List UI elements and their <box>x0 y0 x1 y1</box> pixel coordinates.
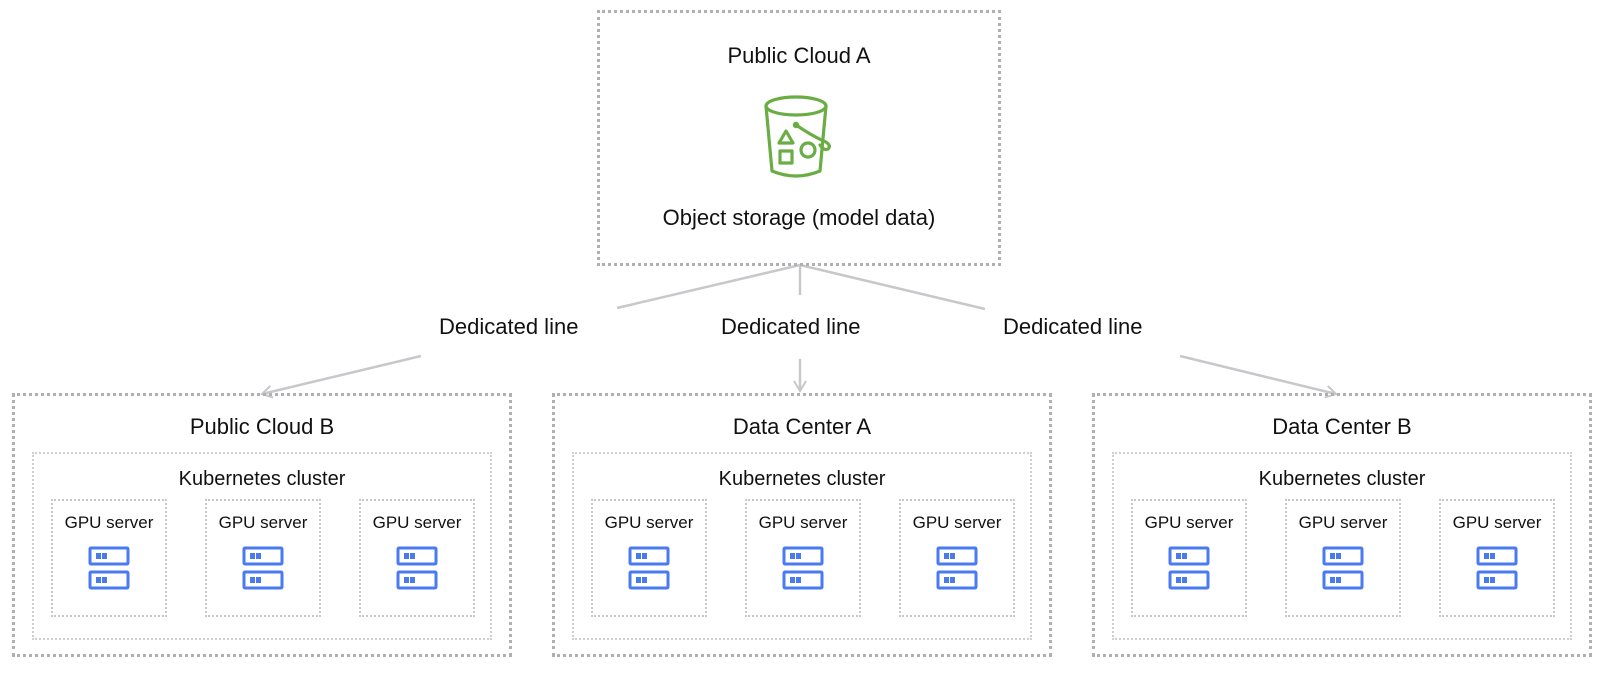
kubernetes-cluster-box: Kubernetes cluster GPU server GPU server <box>572 452 1032 640</box>
kubernetes-cluster-title: Kubernetes cluster <box>178 468 346 490</box>
gpu-server-label: GPU server <box>64 513 154 532</box>
gpu-server-label: GPU server <box>604 513 694 532</box>
data-center-a-box: Data Center A Kubernetes cluster GPU ser… <box>552 393 1052 657</box>
connector-to-public-cloud-b <box>260 263 801 399</box>
gpu-server-label: GPU server <box>372 513 462 532</box>
connection-label-data-center-b: Dedicated line <box>1003 314 1143 339</box>
public-cloud-a-box: Public Cloud A Object storage (model dat… <box>597 10 1001 266</box>
object-storage-bucket-icon <box>764 95 831 178</box>
server-icon <box>88 546 130 590</box>
gpu-server-label: GPU server <box>758 513 848 532</box>
server-icon <box>1322 546 1364 590</box>
server-icon <box>242 546 284 590</box>
gpu-server-label: GPU server <box>1298 513 1388 532</box>
gpu-server-box: GPU server <box>899 499 1015 617</box>
object-storage-caption: Object storage (model data) <box>662 205 936 230</box>
server-icon <box>782 546 824 590</box>
server-icon <box>1168 546 1210 590</box>
public-cloud-b-title: Public Cloud B <box>189 414 335 439</box>
connector-to-data-center-b <box>799 263 1338 399</box>
server-icon <box>396 546 438 590</box>
connection-label-public-cloud-b: Dedicated line <box>439 314 579 339</box>
kubernetes-cluster-title: Kubernetes cluster <box>1258 468 1426 490</box>
gpu-server-label: GPU server <box>218 513 308 532</box>
gpu-server-label: GPU server <box>1144 513 1234 532</box>
gpu-server-box: GPU server <box>359 499 475 617</box>
data-center-a-title: Data Center A <box>732 414 872 439</box>
gpu-server-box: GPU server <box>1439 499 1555 617</box>
public-cloud-a-title: Public Cloud A <box>727 43 871 68</box>
kubernetes-cluster-box: Kubernetes cluster GPU server GPU server <box>32 452 492 640</box>
gpu-server-box: GPU server <box>1285 499 1401 617</box>
public-cloud-b-box: Public Cloud B Kubernetes cluster GPU se… <box>12 393 512 657</box>
data-center-b-title: Data Center B <box>1272 414 1412 439</box>
server-icon <box>936 546 978 590</box>
kubernetes-cluster-title: Kubernetes cluster <box>718 468 886 490</box>
gpu-server-box: GPU server <box>205 499 321 617</box>
server-icon <box>1476 546 1518 590</box>
data-center-b-box: Data Center B Kubernetes cluster GPU ser… <box>1092 393 1592 657</box>
server-icon <box>628 546 670 590</box>
gpu-server-label: GPU server <box>1452 513 1542 532</box>
gpu-server-box: GPU server <box>591 499 707 617</box>
gpu-server-box: GPU server <box>745 499 861 617</box>
kubernetes-cluster-box: Kubernetes cluster GPU server GPU server <box>1112 452 1572 640</box>
gpu-server-label: GPU server <box>912 513 1002 532</box>
connection-label-data-center-a: Dedicated line <box>721 314 861 339</box>
gpu-server-box: GPU server <box>51 499 167 617</box>
gpu-server-box: GPU server <box>1131 499 1247 617</box>
